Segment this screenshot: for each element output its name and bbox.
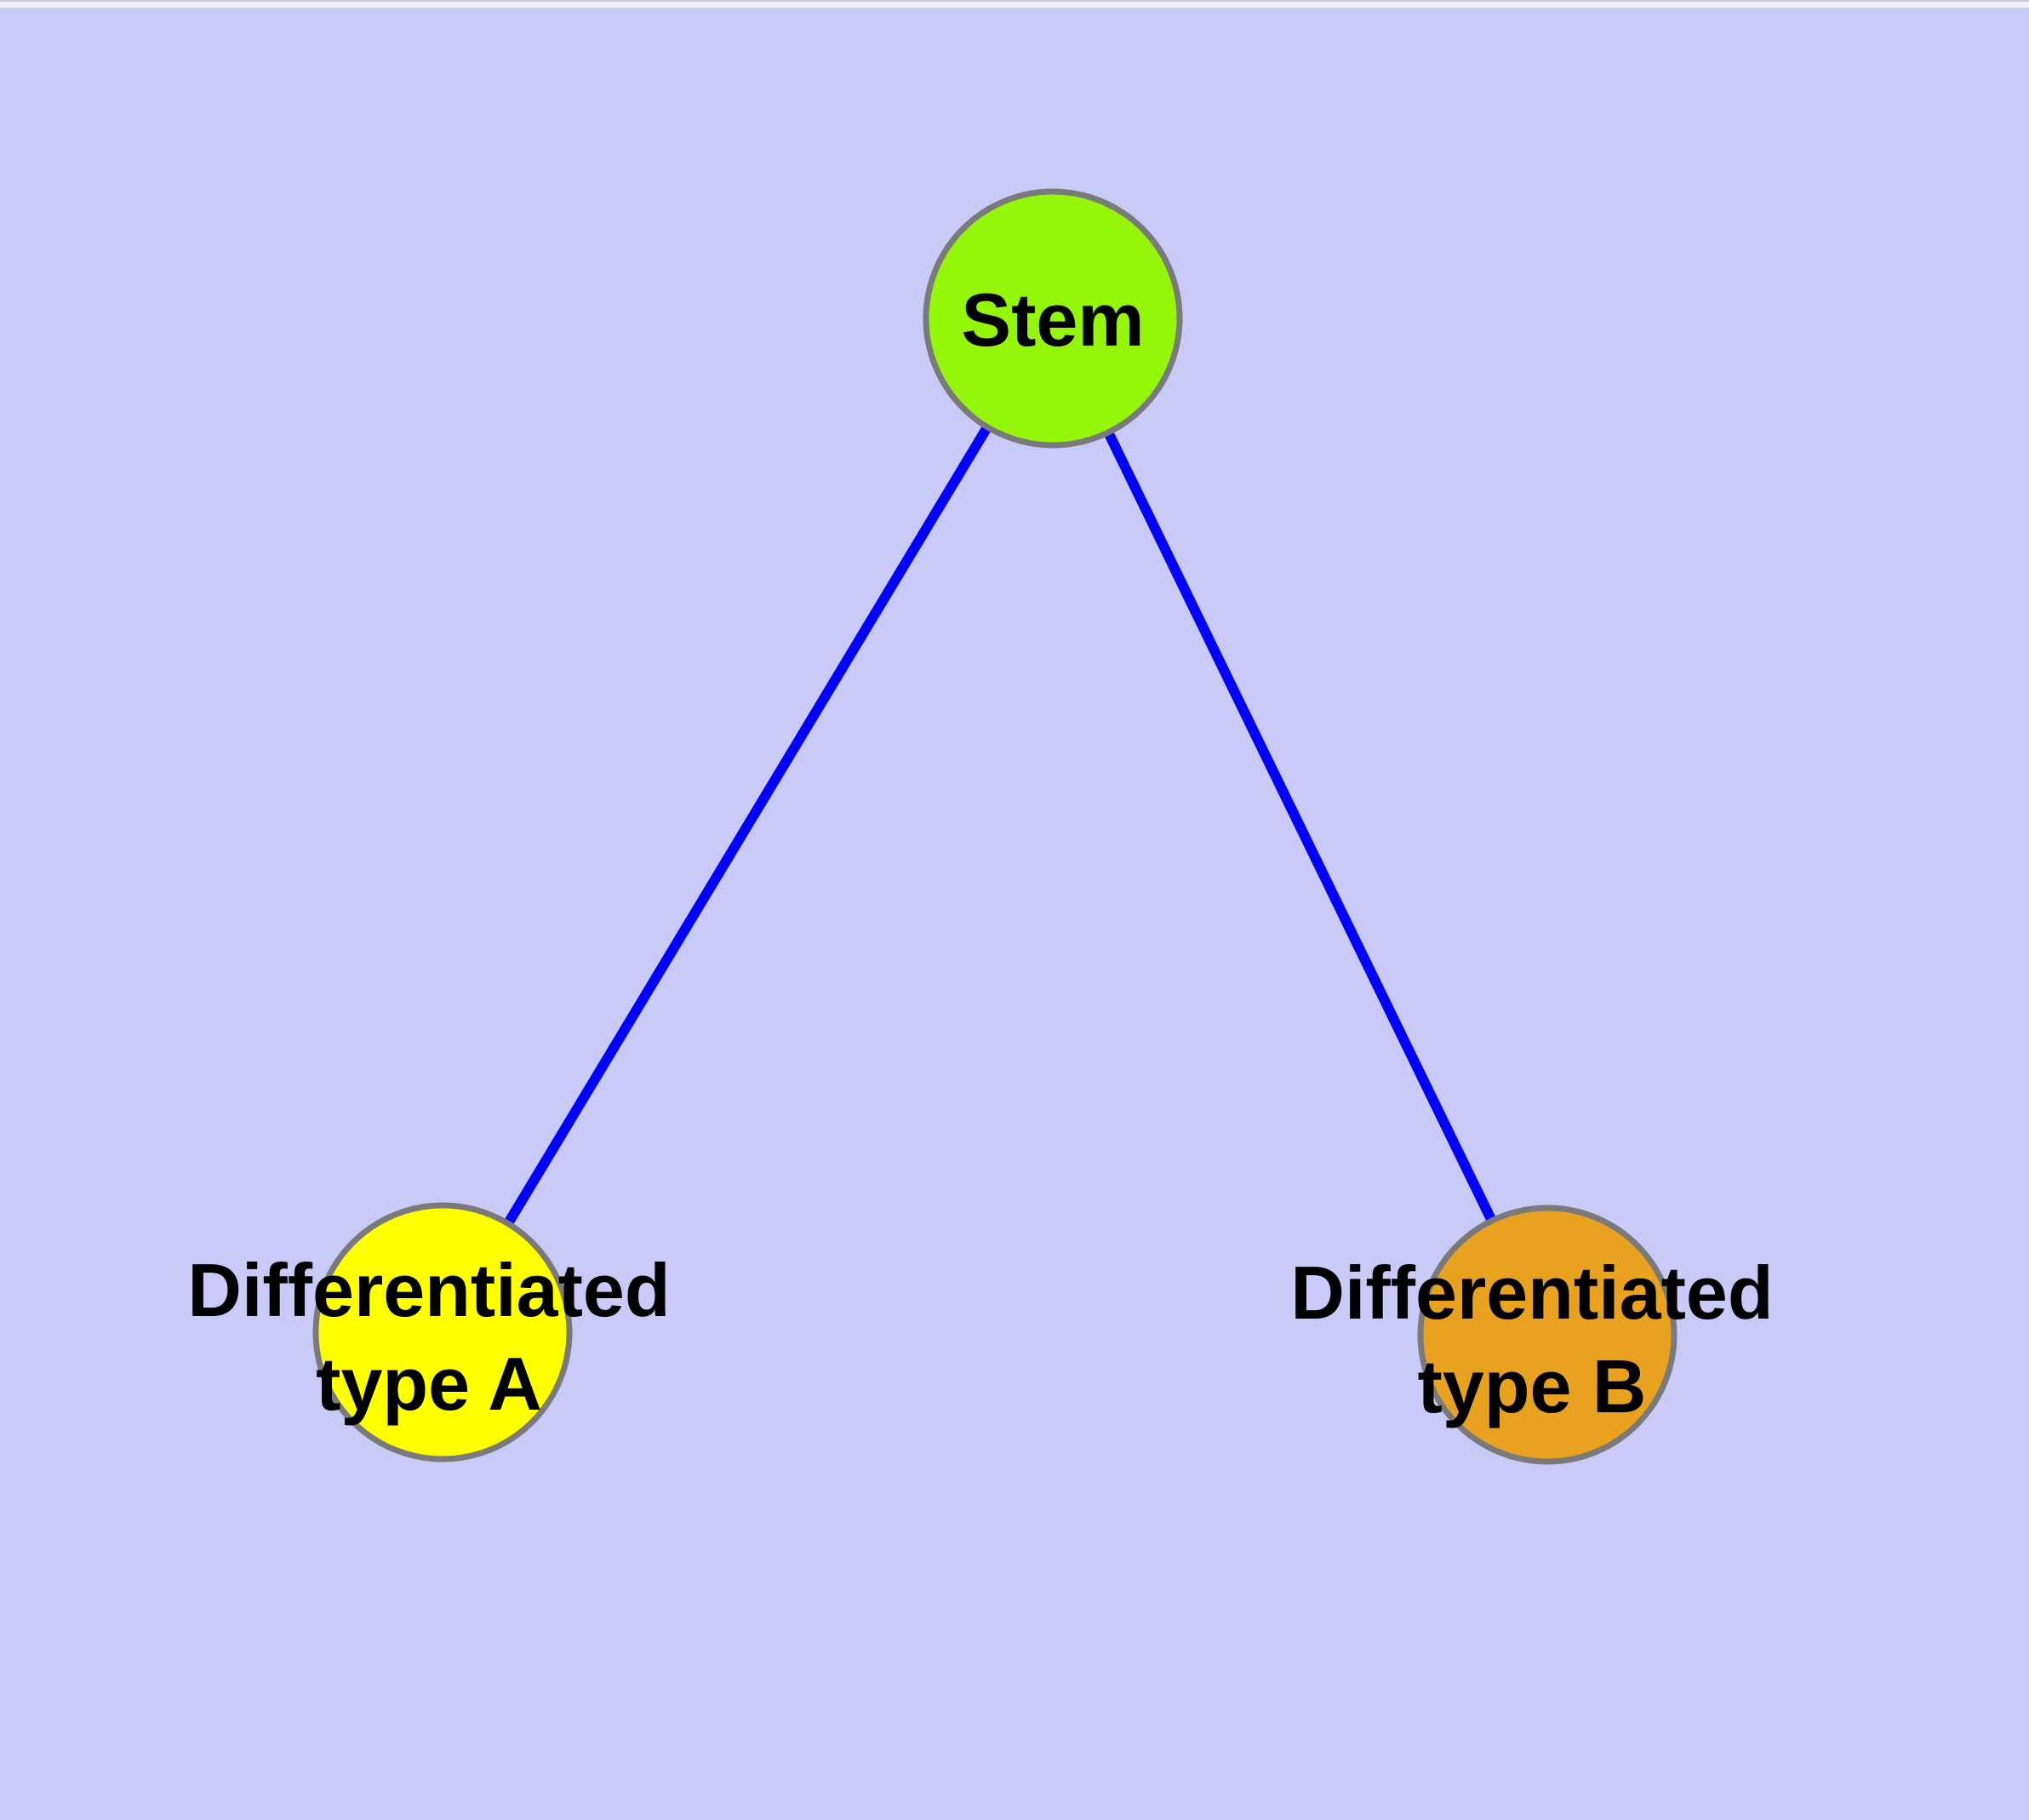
node-label-differentiated-type-b: Differentiated type B [1290,1251,1774,1428]
node-circle-differentiated-type-b [1417,1205,1677,1465]
node-label-stem: Stem [961,278,1145,362]
node-circle-stem [923,188,1183,449]
node-circle-differentiated-type-a [312,1202,573,1462]
node-label-differentiated-type-a: Differentiated type A [187,1248,671,1426]
nodes-layer [312,188,1677,1465]
edge-stem-to-differentiated-type-b [1048,316,1552,1337]
edge-stem-to-differentiated-type-a [437,315,1058,1336]
window-top-edge [0,0,2029,8]
edges-layer [437,315,1552,1337]
